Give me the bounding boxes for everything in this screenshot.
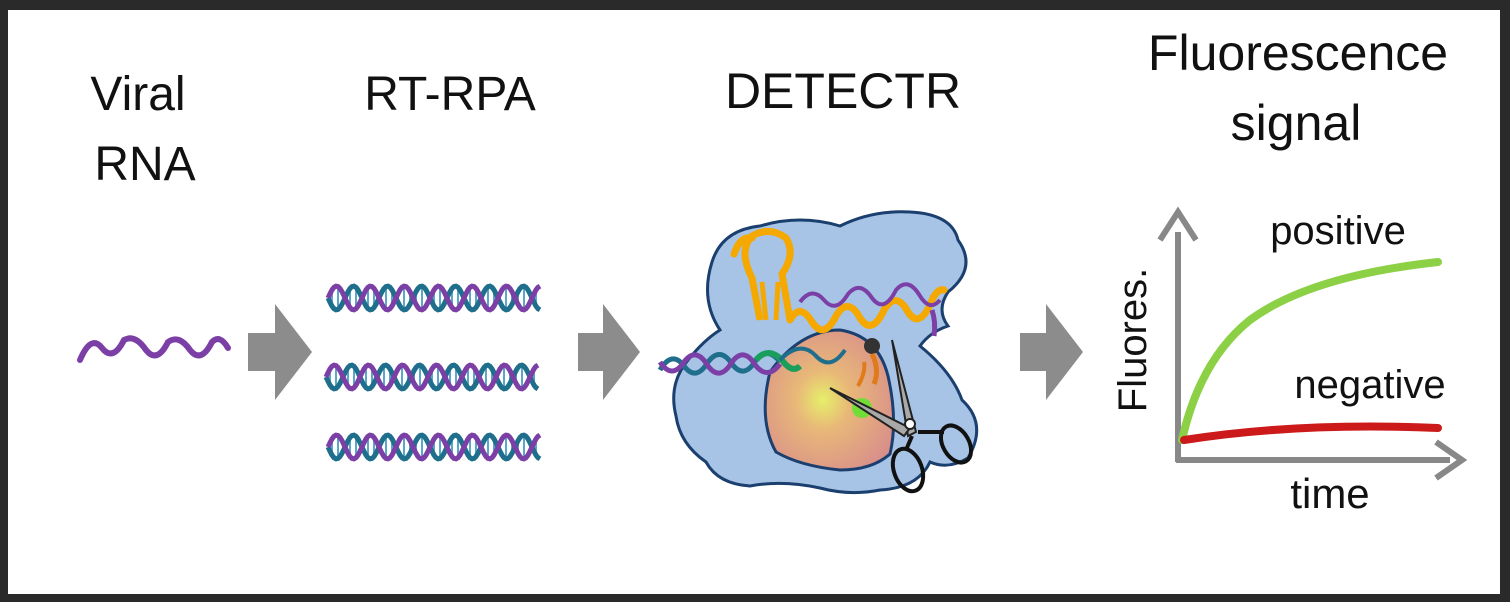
target-dna-exit	[778, 346, 847, 365]
nontarget-strand-end	[929, 309, 938, 337]
dna-helix-3	[325, 432, 542, 462]
negative-curve	[1180, 422, 1442, 444]
nontarget-strand	[798, 282, 942, 308]
reporter-probe	[869, 352, 880, 385]
x-axis-label: time	[1290, 470, 1369, 517]
dna-helix-1	[325, 283, 542, 313]
reporter-fragment	[856, 361, 867, 387]
negative-label: negative	[1294, 363, 1445, 407]
process-arrow-3	[1020, 304, 1083, 400]
viral-rna-strand	[77, 335, 231, 363]
figure-panel: Viral RNA RT-RPA DETECTR Fluorescence si…	[8, 10, 1500, 594]
viral-rna-title-line2: RNA	[94, 138, 195, 191]
scissors-icon	[829, 339, 974, 494]
process-arrow-1	[248, 304, 312, 400]
target-dna-strand-purple	[657, 352, 782, 376]
detectr-complex	[657, 210, 979, 495]
crrna-hairpin-inner	[759, 281, 781, 321]
fluorescence-plot: positive negative time Fluores.	[1111, 206, 1468, 517]
crrna-stem-loop	[741, 228, 794, 321]
crrna-tail	[730, 234, 756, 258]
quencher-dot	[864, 338, 880, 354]
x-axis-arrowhead	[1434, 439, 1468, 481]
detectr-workflow-diagram: Viral RNA RT-RPA DETECTR Fluorescence si…	[77, 25, 1468, 517]
dna-helix-2	[323, 362, 540, 392]
positive-label: positive	[1270, 209, 1406, 253]
y-axis-arrowhead	[1157, 206, 1199, 242]
dna-strand-purple	[323, 362, 540, 392]
dna-strand-purple	[325, 283, 542, 313]
fluorescence-title-line2: signal	[1231, 95, 1362, 151]
detectr-title: DETECTR	[725, 63, 961, 119]
y-axis-label: Fluores.	[1111, 268, 1155, 413]
process-arrow-2	[578, 304, 640, 400]
rt-rpa-title: RT-RPA	[364, 68, 536, 121]
fluorescence-title-line1: Fluorescence	[1148, 25, 1448, 81]
positive-curve	[1178, 258, 1442, 444]
dna-strand-purple	[325, 432, 542, 462]
viral-rna-title-line1: Viral	[90, 68, 185, 121]
